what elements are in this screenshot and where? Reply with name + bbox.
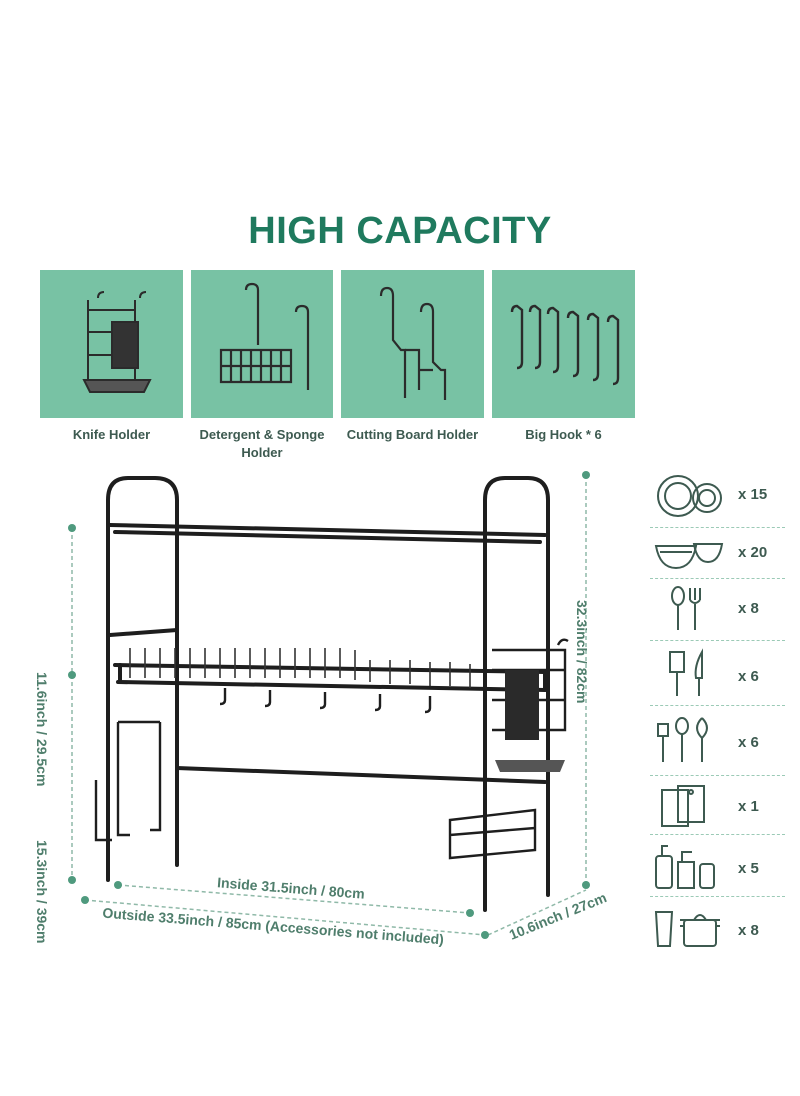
spoon-fork-icon: [671, 586, 701, 630]
detergent-qty: x 5: [738, 860, 759, 877]
plates-icon: [657, 475, 722, 517]
big-hook-image: [492, 270, 635, 418]
cup-pot-icon: [654, 911, 720, 947]
total-height-label: 32.3inch / 82cm: [574, 600, 590, 704]
capacity-bowls: x 20: [650, 532, 790, 584]
kitchen-utensils-icon: [657, 717, 708, 762]
capacity-cup-pot: x 8: [650, 904, 790, 956]
plates-qty: x 15: [738, 486, 768, 503]
separator: [650, 527, 785, 528]
knife-holder-image: [40, 270, 183, 418]
capacity-utensils: x 6: [650, 714, 790, 766]
separator: [650, 775, 785, 776]
utensils-qty: x 6: [738, 734, 759, 751]
separator: [650, 640, 785, 641]
cutting-board-holder-image: [341, 270, 484, 418]
cutting-boards-qty: x 1: [738, 798, 759, 815]
capacity-detergent: x 5: [650, 842, 790, 894]
spoon-fork-qty: x 8: [738, 600, 759, 617]
page-title: HIGH CAPACITY: [248, 210, 552, 252]
knives-icon: [669, 648, 703, 696]
separator: [650, 705, 785, 706]
capacity-knives: x 6: [650, 648, 790, 700]
capacity-spoon-fork: x 8: [650, 584, 790, 636]
cutting-board-holder-label: Cutting Board Holder: [346, 427, 479, 442]
detergent-sponge-holder-image: [191, 270, 333, 418]
big-hook-label: Big Hook * 6: [525, 427, 602, 442]
dish-rack-illustration: [94, 476, 569, 912]
detergent-sponge-holder-label: Detergent & Sponge Holder: [199, 427, 325, 460]
separator: [650, 834, 785, 835]
lower-height-label: 15.3inch / 39cm: [34, 840, 50, 944]
dimension-lines: [68, 471, 590, 939]
cutting-boards-icon: [661, 785, 705, 827]
separator: [650, 896, 785, 897]
capacity-plates: x 15: [650, 470, 790, 522]
capacity-cutting-boards: x 1: [650, 782, 790, 834]
bowls-icon: [654, 543, 724, 570]
knife-holder-label: Knife Holder: [72, 427, 151, 442]
bowls-qty: x 20: [738, 544, 768, 561]
detergent-bottles-icon: [655, 845, 715, 889]
separator: [650, 578, 785, 579]
knives-qty: x 6: [738, 668, 759, 685]
cup-pot-qty: x 8: [738, 922, 759, 939]
upper-height-label: 11.6inch / 29.5cm: [34, 672, 50, 787]
